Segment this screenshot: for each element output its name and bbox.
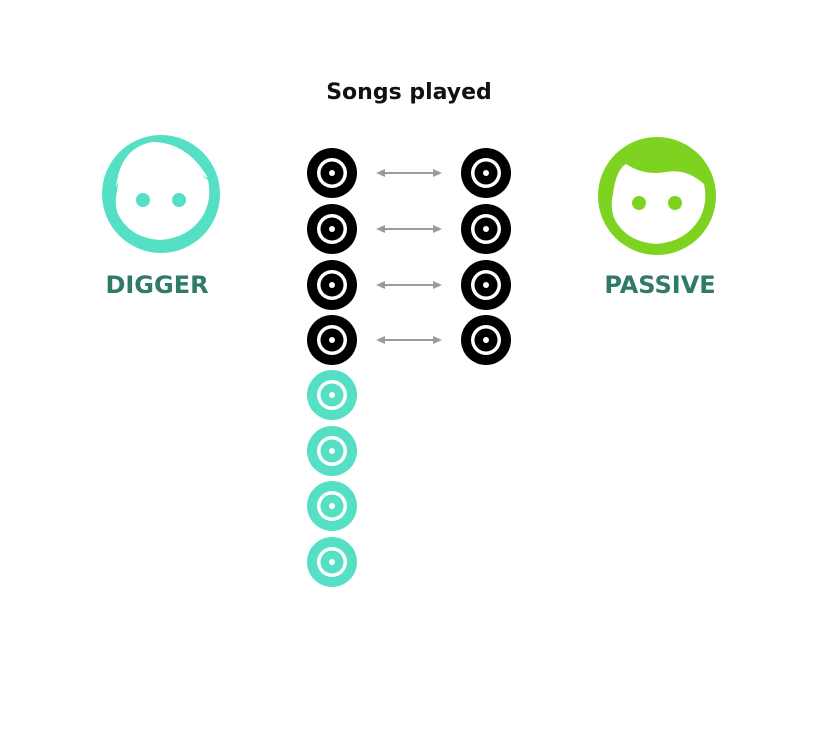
- double-arrow-icon: [376, 336, 442, 344]
- vinyl-record-icon: [307, 315, 357, 365]
- vinyl-record-extra-icon: [307, 481, 357, 531]
- vinyl-record-icon: [461, 315, 511, 365]
- double-arrow-icon: [376, 225, 442, 233]
- vinyl-record-icon: [307, 204, 357, 254]
- digger-label: DIGGER: [105, 271, 208, 299]
- double-arrow-icon: [376, 281, 442, 289]
- vinyl-record-icon: [461, 148, 511, 198]
- diagram-title: Songs played: [326, 80, 492, 105]
- comparison-arrows: [376, 169, 442, 344]
- vinyl-record-extra-icon: [307, 370, 357, 420]
- digger-records: [307, 148, 357, 587]
- vinyl-record-icon: [307, 260, 357, 310]
- vinyl-record-extra-icon: [307, 537, 357, 587]
- passive-label: PASSIVE: [604, 271, 715, 299]
- vinyl-record-icon: [461, 204, 511, 254]
- vinyl-record-icon: [461, 260, 511, 310]
- passive-records: [461, 148, 511, 365]
- passive-avatar-icon: [598, 137, 716, 255]
- vinyl-record-extra-icon: [307, 426, 357, 476]
- vinyl-record-icon: [307, 148, 357, 198]
- digger-avatar-icon: [102, 135, 220, 253]
- double-arrow-icon: [376, 169, 442, 177]
